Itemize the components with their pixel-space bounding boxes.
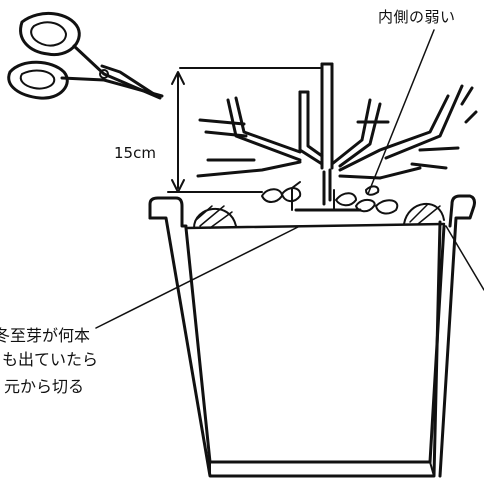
- pot: [148, 194, 476, 478]
- height-label: 15cm: [114, 144, 156, 162]
- annotation-leaders: [95, 29, 484, 329]
- height-measure-bracket: [167, 67, 321, 193]
- left-note-line: 元から切る: [4, 377, 85, 396]
- left-note-line: 冬至芽が何本: [0, 326, 91, 345]
- soil-mounds: [193, 202, 445, 229]
- top-annotation: 内側の弱い: [378, 8, 456, 26]
- scissors-icon: [7, 11, 164, 100]
- rose-stems: [196, 62, 478, 206]
- left-note-line: も出ていたら: [2, 350, 99, 369]
